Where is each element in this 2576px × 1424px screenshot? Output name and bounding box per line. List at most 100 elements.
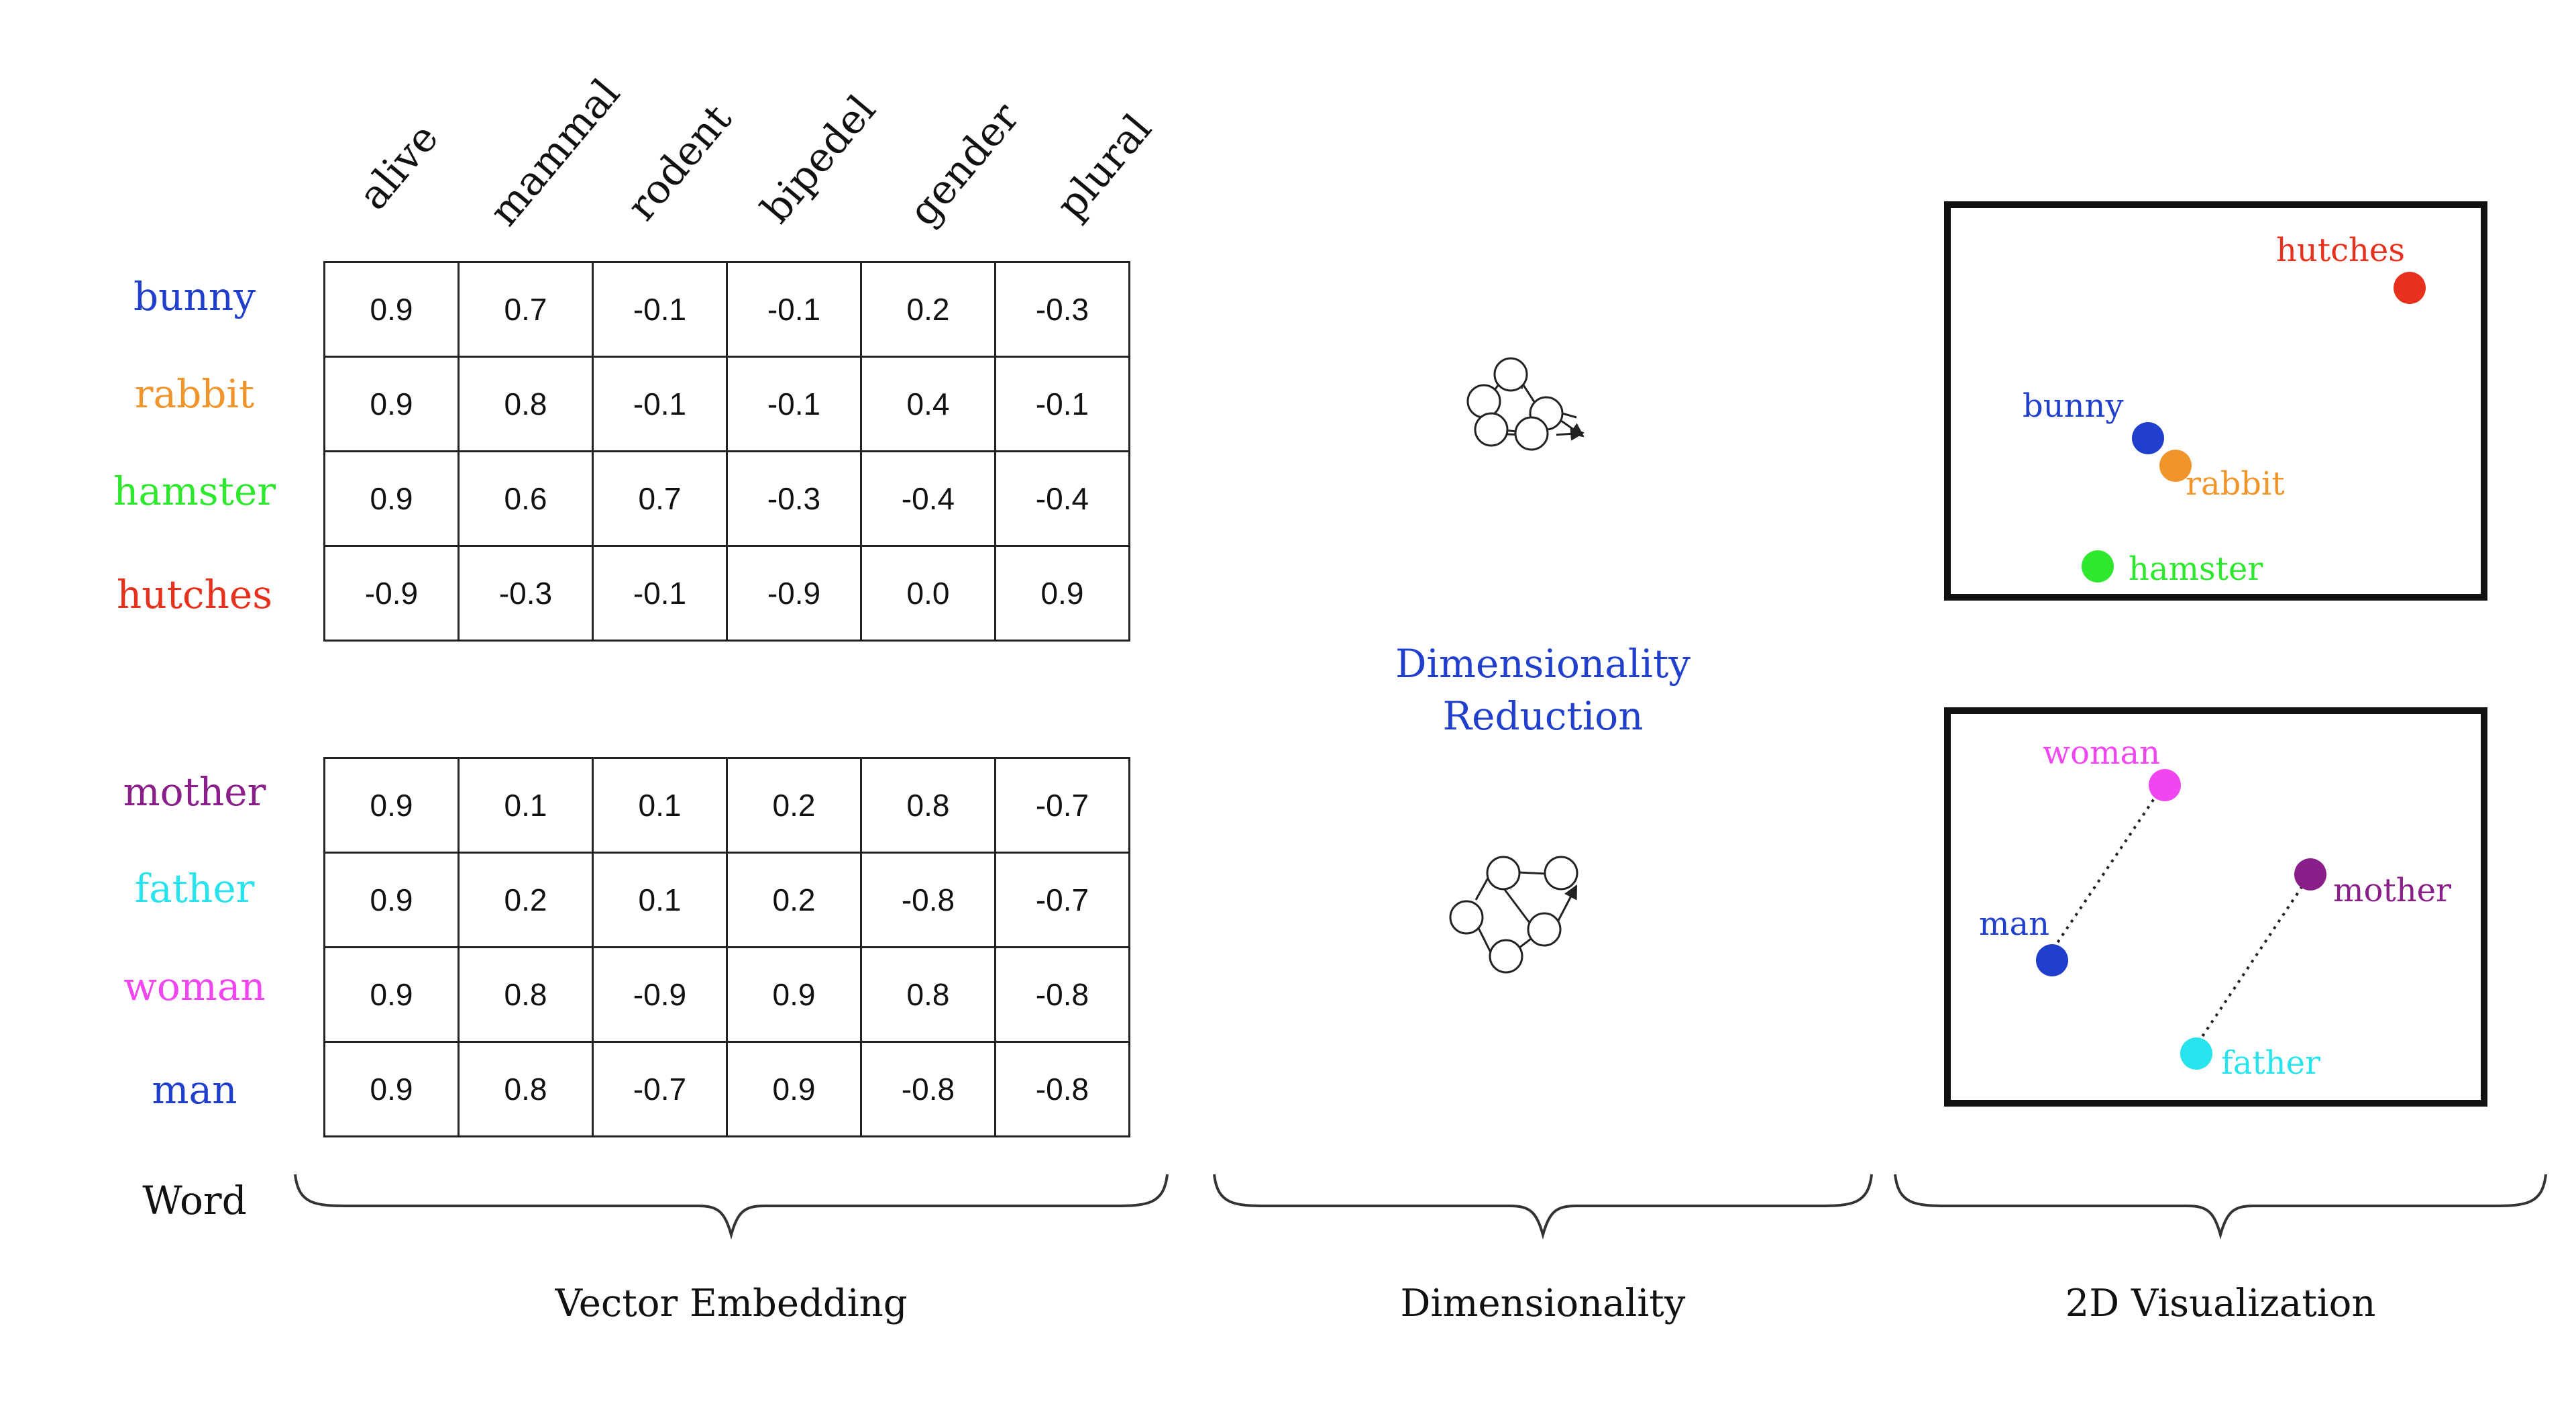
table-row: -0.9 -0.3 -0.1 -0.9 0.0 0.9 (323, 545, 1130, 642)
table-cell: 0.7 (458, 261, 594, 358)
table-cell: 0.2 (726, 852, 862, 948)
table-cell: -0.8 (860, 852, 996, 948)
table-cell: -0.7 (994, 757, 1130, 854)
table-cell: -0.1 (592, 261, 728, 358)
word-label-mother: mother (123, 769, 266, 815)
footer-2d-visualization: 2D Visualization (2065, 1282, 2376, 1325)
point-mother (2294, 858, 2326, 891)
table-cell: -0.8 (994, 946, 1130, 1043)
column-header-plural: plural (1047, 105, 1161, 228)
table-cell: 0.0 (860, 545, 996, 642)
footer-dimensionality: Dimensionality (1400, 1282, 1686, 1325)
table-cell: 0.1 (592, 757, 728, 854)
footer-vector-embedding: Vector Embedding (555, 1282, 908, 1325)
point-woman (2149, 769, 2181, 801)
word-label-woman: woman (123, 964, 266, 1009)
point-label-hutches: hutches (2276, 232, 2405, 269)
table-row: 0.9 0.8 -0.7 0.9 -0.8 -0.8 (323, 1041, 1130, 1137)
word-label-hamster: hamster (113, 468, 276, 514)
table-cell: -0.3 (726, 450, 862, 547)
table-cell: -0.9 (592, 946, 728, 1043)
word-label-father: father (134, 866, 255, 911)
table-cell: -0.9 (726, 545, 862, 642)
word-label-hutches: hutches (117, 572, 272, 617)
table-cell: 0.9 (323, 450, 460, 547)
table-cell: 0.8 (458, 356, 594, 452)
brace-visualization (1894, 1174, 2547, 1240)
table-cell: 0.2 (860, 261, 996, 358)
table-cell: 0.9 (323, 356, 460, 452)
table-cell: 0.6 (458, 450, 594, 547)
word-label-rabbit: rabbit (134, 371, 255, 417)
table-cell: 0.9 (323, 757, 460, 854)
table-cell: -0.1 (994, 356, 1130, 452)
table-cell: -0.1 (726, 356, 862, 452)
brace-vector-embedding (294, 1174, 1169, 1240)
dimensionality-reduction-title: Dimensionality Reduction (1342, 638, 1744, 742)
table-cell: -0.7 (592, 1041, 728, 1137)
point-father (2180, 1037, 2212, 1070)
table-row: 0.9 0.1 0.1 0.2 0.8 -0.7 (323, 757, 1130, 854)
table-row: 0.9 0.6 0.7 -0.3 -0.4 -0.4 (323, 450, 1130, 547)
column-header-mammal: mammal (480, 70, 630, 235)
table-cell: 0.8 (860, 757, 996, 854)
table-cell: 0.9 (323, 852, 460, 948)
table-cell: 0.4 (860, 356, 996, 452)
table-cell: 0.9 (994, 545, 1130, 642)
column-header-rodent: rodent (618, 95, 741, 230)
table-cell: -0.3 (994, 261, 1130, 358)
table-row: 0.9 0.8 -0.9 0.9 0.8 -0.8 (323, 946, 1130, 1043)
point-hutches (2394, 272, 2426, 304)
word-label-man: man (152, 1067, 237, 1113)
neural-network-icon (1466, 357, 1585, 451)
table-cell: 0.8 (458, 946, 594, 1043)
brace-dimensionality (1213, 1174, 1873, 1240)
table-cell: -0.1 (592, 545, 728, 642)
table-row: 0.9 0.2 0.1 0.2 -0.8 -0.7 (323, 852, 1130, 948)
table-cell: 0.9 (323, 946, 460, 1043)
embedding-table-animals: 0.9 0.7 -0.1 -0.1 0.2 -0.3 0.9 0.8 -0.1 … (323, 261, 1130, 642)
table-cell: 0.2 (458, 852, 594, 948)
column-header-bipedel: bipedel (752, 86, 885, 232)
word-label-bunny: bunny (133, 274, 256, 319)
table-cell: 0.8 (860, 946, 996, 1043)
table-cell: -0.8 (860, 1041, 996, 1137)
table-cell: -0.4 (994, 450, 1130, 547)
point-hamster (2082, 550, 2114, 582)
point-bunny (2132, 422, 2164, 454)
table-cell: 0.9 (323, 261, 460, 358)
column-header-alive: alive (350, 115, 448, 219)
neural-network-icon (1449, 856, 1578, 974)
column-header-gender: gender (900, 94, 1029, 235)
table-cell: 0.2 (726, 757, 862, 854)
point-label-mother: mother (2333, 872, 2451, 909)
point-label-woman: woman (2043, 734, 2161, 772)
dimensionality-reduction-line1: Dimensionality (1395, 641, 1691, 686)
table-cell: 0.9 (323, 1041, 460, 1137)
point-label-rabbit: rabbit (2186, 465, 2285, 503)
point-rabbit (2159, 450, 2192, 482)
word-column-label: Word (142, 1178, 247, 1223)
table-cell: 0.1 (592, 852, 728, 948)
table-cell: -0.1 (592, 356, 728, 452)
scatter-plot-people: woman mother man father (1944, 707, 2487, 1107)
point-label-hamster: hamster (2129, 550, 2263, 588)
table-cell: -0.8 (994, 1041, 1130, 1137)
point-label-father: father (2221, 1044, 2320, 1082)
point-man (2036, 944, 2068, 976)
relation-lines (2047, 784, 2311, 1051)
table-cell: 0.9 (726, 1041, 862, 1137)
table-cell: -0.1 (726, 261, 862, 358)
table-row: 0.9 0.7 -0.1 -0.1 0.2 -0.3 (323, 261, 1130, 358)
table-cell: -0.9 (323, 545, 460, 642)
table-cell: -0.4 (860, 450, 996, 547)
table-cell: -0.7 (994, 852, 1130, 948)
table-cell: 0.7 (592, 450, 728, 547)
dimensionality-reduction-line2: Reduction (1442, 693, 1644, 739)
table-cell: 0.9 (726, 946, 862, 1043)
table-cell: 0.8 (458, 1041, 594, 1137)
point-label-man: man (1979, 905, 2050, 943)
table-row: 0.9 0.8 -0.1 -0.1 0.4 -0.1 (323, 356, 1130, 452)
point-label-bunny: bunny (2023, 387, 2124, 425)
